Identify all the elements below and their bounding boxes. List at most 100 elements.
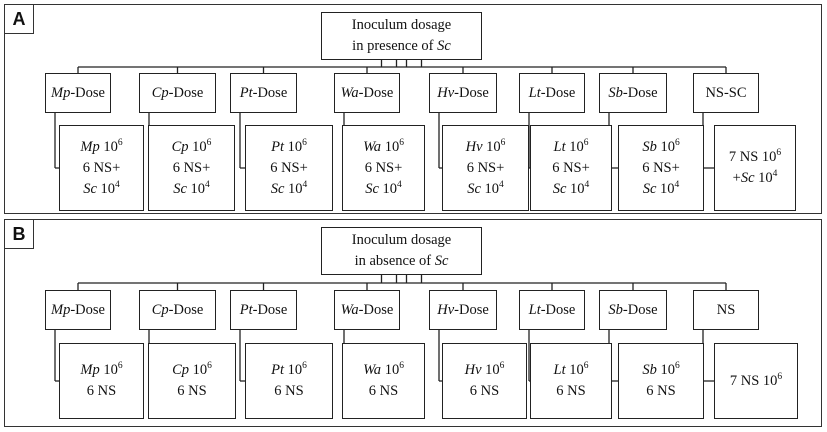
dosage-prefix: + <box>732 170 741 186</box>
dosage-node: Sb 106 6 NS <box>618 343 704 419</box>
dose-organism: Mp <box>51 301 71 318</box>
dosage-organism: Hv <box>465 138 483 155</box>
dosage-text: 10 <box>656 362 675 378</box>
dose-node: Wa-Dose <box>334 290 400 330</box>
dosage-text: 10 <box>96 180 116 197</box>
dosage-line: Sc 104 <box>173 179 210 200</box>
dosage-node: Cp 106 6 NS <box>148 343 236 419</box>
dosage-organism: Wa <box>363 362 382 378</box>
dosage-exponent: 4 <box>674 179 680 190</box>
dose-organism: Cp <box>151 301 169 318</box>
dosage-text: 6 NS <box>646 383 676 399</box>
dose-organism: Lt <box>528 84 541 101</box>
dose-node: Mp-Dose <box>45 73 111 113</box>
dose-node: Pt-Dose <box>230 290 297 330</box>
dose-label: NS <box>717 300 736 321</box>
dose-node: Mp-Dose <box>45 290 111 330</box>
dosage-text: 10 <box>284 138 303 155</box>
dose-label: Mp-Dose <box>51 83 105 104</box>
dosage-text: 7 NS 10 <box>728 149 777 165</box>
dose-label: Hv-Dose <box>437 83 489 104</box>
dose-label: Wa-Dose <box>341 300 394 321</box>
dosage-text: 6 NS <box>556 383 586 399</box>
dosage-line: 6 NS <box>556 381 585 402</box>
dosage-line: Mp 106 <box>80 360 122 381</box>
root-italic: Sc <box>434 253 449 269</box>
dosage-text: 10 <box>99 138 118 155</box>
dose-organism: Hv <box>437 301 455 318</box>
dose-node: Sb-Dose <box>599 73 667 113</box>
dose-label: Hv-Dose <box>437 300 489 321</box>
dose-node: NS-SC <box>693 73 759 113</box>
dosage-text: 10 <box>186 180 206 197</box>
dosage-line: 6 NS+ <box>83 158 121 179</box>
dosage-line: Wa 106 <box>363 137 404 158</box>
dosage-organism: Sc <box>467 180 481 197</box>
dosage-organism: Mp <box>80 362 100 378</box>
dosage-line: Cp 106 <box>172 360 212 381</box>
dosage-text: 10 <box>656 180 675 197</box>
dose-organism: Hv <box>437 84 455 101</box>
dose-suffix: -Dose <box>622 301 658 318</box>
dosage-text: 6 NS+ <box>82 159 121 176</box>
dosage-exponent: 4 <box>205 179 210 190</box>
dosage-organism: Hv <box>464 362 482 378</box>
root-line-2: in presence of Sc <box>352 36 451 57</box>
dose-suffix: -Dose <box>540 301 576 318</box>
dosage-exponent: 6 <box>674 361 680 372</box>
dosage-node: 7 NS 106 <box>714 343 798 419</box>
dosage-line: Mp 106 <box>80 137 122 158</box>
dose-node: Lt-Dose <box>519 73 585 113</box>
dosage-exponent: 6 <box>777 371 783 382</box>
dosage-exponent: 6 <box>583 137 589 148</box>
dosage-text: 7 NS 10 <box>729 372 778 389</box>
dosage-text: 10 <box>188 138 207 155</box>
dosage-text: 6 NS+ <box>364 159 403 176</box>
dosage-text: 10 <box>284 180 303 197</box>
dosage-exponent: 4 <box>772 169 778 180</box>
dosage-text: 6 NS <box>86 383 117 399</box>
dosage-exponent: 6 <box>302 361 307 372</box>
dose-node: Hv-Dose <box>429 290 497 330</box>
dosage-text: 10 <box>99 362 118 378</box>
dosage-organism: Wa <box>363 138 382 155</box>
dosage-exponent: 6 <box>776 148 782 159</box>
dosage-line: 6 NS+ <box>467 158 505 179</box>
dosage-exponent: 6 <box>302 137 307 148</box>
dosage-text: 6 NS+ <box>270 159 308 176</box>
dose-label: NS-SC <box>705 83 746 104</box>
dose-label: Pt-Dose <box>240 83 288 104</box>
dosage-line: 6 NS <box>470 381 499 402</box>
dosage-text: 6 NS <box>177 383 207 399</box>
dosage-line: 6 NS <box>369 381 398 402</box>
dosage-organism: Sc <box>642 180 657 197</box>
root-italic: Sc <box>437 38 451 54</box>
dosage-line: Sc 104 <box>83 179 120 200</box>
dose-node: Pt-Dose <box>230 73 297 113</box>
dosage-exponent: 6 <box>117 137 123 148</box>
dosage-text: 10 <box>284 362 303 378</box>
dose-suffix: NS <box>716 301 736 318</box>
dosage-organism: Pt <box>271 362 284 378</box>
dose-organism: Cp <box>151 84 169 101</box>
dose-label: Lt-Dose <box>529 300 576 321</box>
dosage-line: 6 NS <box>177 381 206 402</box>
dosage-exponent: 4 <box>302 179 308 190</box>
dosage-text: 10 <box>381 138 400 155</box>
dose-suffix: -Dose <box>454 84 489 101</box>
dosage-line: Sb 106 <box>642 360 679 381</box>
dosage-exponent: 6 <box>206 137 212 148</box>
dosage-exponent: 4 <box>115 179 120 190</box>
dosage-line: Sb 106 <box>642 137 679 158</box>
dose-organism: Mp <box>51 84 71 101</box>
dosage-organism: Cp <box>172 362 190 378</box>
dosage-text: 6 NS <box>368 383 399 399</box>
